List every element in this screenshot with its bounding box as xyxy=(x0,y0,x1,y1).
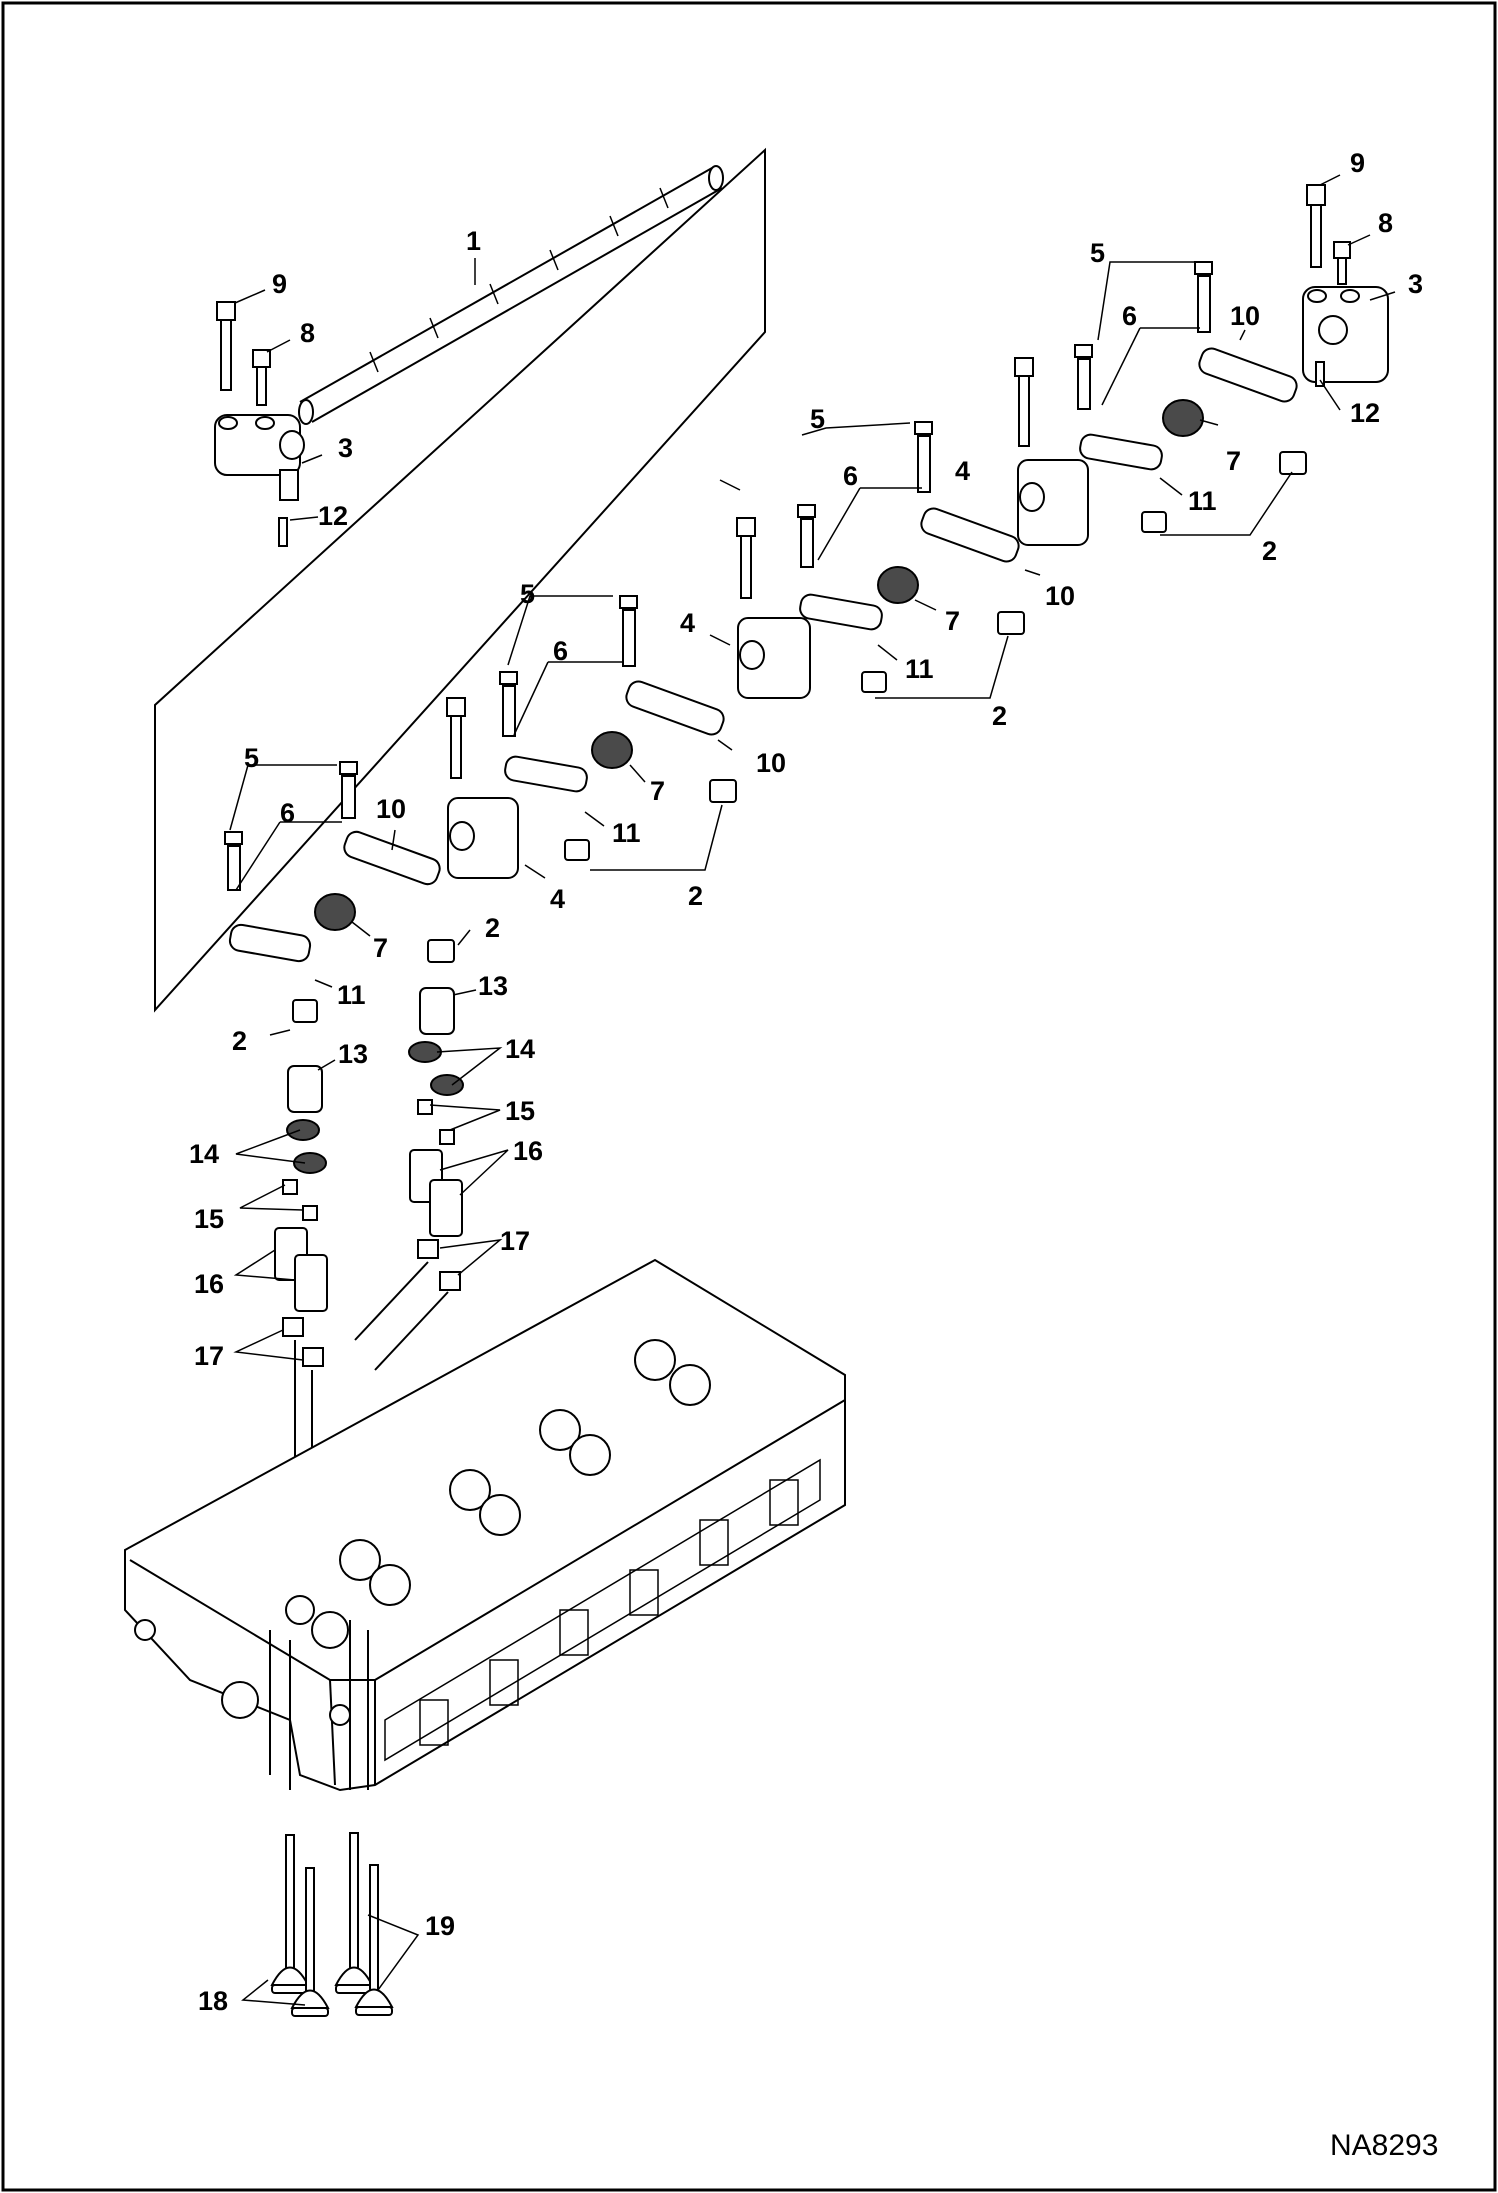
label-cap-1b: 2 xyxy=(232,1026,247,1056)
label-bracket-1: 4 xyxy=(550,884,565,914)
label-bolt-long-left: 9 xyxy=(272,269,287,299)
label-spring16-right: 16 xyxy=(513,1136,543,1166)
label-cap-3: 2 xyxy=(992,701,1007,731)
label-pin-left: 12 xyxy=(318,501,348,531)
label-bolt-short-left: 8 xyxy=(300,318,315,348)
label-bridge-left: 13 xyxy=(338,1039,368,1069)
label-retainer-left: 14 xyxy=(189,1139,219,1169)
rocker-set-4 xyxy=(1074,261,1307,533)
label-collet-left: 15 xyxy=(194,1204,224,1234)
figure-code: NA8293 xyxy=(1330,2129,1438,2162)
label-bracket-left: 3 xyxy=(338,433,353,463)
center-bracket-1 xyxy=(446,697,519,879)
label-screw-4: 6 xyxy=(1122,301,1137,331)
label-bolt-long-right: 9 xyxy=(1350,148,1365,178)
rocker-group-outline xyxy=(154,147,766,1013)
label-bracket-2: 4 xyxy=(680,608,695,638)
label-spring16-left: 16 xyxy=(194,1269,224,1299)
label-arm11-1: 11 xyxy=(337,980,366,1010)
bolt-long-right xyxy=(1306,184,1326,268)
label-bracket-right: 3 xyxy=(1408,269,1423,299)
label-valve-18: 18 xyxy=(198,1986,228,2016)
label-pin-right: 12 xyxy=(1350,398,1380,428)
label-spring-1: 7 xyxy=(373,933,388,963)
end-bracket-left xyxy=(214,414,305,501)
valve-train-left xyxy=(274,1065,328,1605)
label-screw-2: 6 xyxy=(553,636,568,666)
label-spring-4: 7 xyxy=(1226,446,1241,476)
label-cap-2: 2 xyxy=(688,881,703,911)
label-arm-3: 10 xyxy=(1045,581,1075,611)
center-bracket-3 xyxy=(1014,357,1089,546)
center-bracket-2 xyxy=(736,517,811,699)
label-arm11-3: 11 xyxy=(905,654,934,684)
label-screw-3: 6 xyxy=(843,461,858,491)
head-valve-seats xyxy=(134,1339,711,1726)
label-arm11-4: 11 xyxy=(1188,486,1217,516)
rocker-set-3 xyxy=(797,421,1025,693)
label-spring-3: 7 xyxy=(945,606,960,636)
label-nut-1: 5 xyxy=(244,743,259,773)
valve-18-b xyxy=(290,1867,330,2017)
label-nut-3: 5 xyxy=(810,404,825,434)
label-spring-2: 7 xyxy=(650,776,665,806)
label-screw-1: 6 xyxy=(280,798,295,828)
label-arm-1: 10 xyxy=(376,794,406,824)
label-shaft: 1 xyxy=(466,226,481,256)
leader-lines xyxy=(229,174,1396,2006)
label-arm-4: 10 xyxy=(1230,301,1260,331)
head-ports xyxy=(419,1479,799,1746)
label-nut-2: 5 xyxy=(520,579,535,609)
label-collet-right: 15 xyxy=(505,1096,535,1126)
label-cap-1a: 2 xyxy=(485,913,500,943)
rocker-shaft xyxy=(298,165,724,425)
label-retainer-right: 14 xyxy=(505,1034,535,1064)
callout-labels: 1 9 8 3 12 9 8 3 12 5 6 10 7 11 2 5 6 4 … xyxy=(189,148,1423,2016)
valve-19-a xyxy=(334,1832,374,1994)
bolt-long-left xyxy=(216,301,236,391)
cylinder-head xyxy=(124,1258,846,1792)
label-bracket-3: 4 xyxy=(955,456,970,486)
label-seal-right: 17 xyxy=(500,1226,530,1256)
rocker-set-1 xyxy=(224,761,455,1023)
bolt-short-left xyxy=(252,349,271,406)
label-arm11-2: 11 xyxy=(612,818,641,848)
rocker-set-2 xyxy=(499,595,737,861)
pin-left xyxy=(278,517,288,547)
pin-right xyxy=(1315,361,1325,387)
bolt-short-right xyxy=(1333,241,1351,285)
label-arm-2: 10 xyxy=(756,748,786,778)
label-seal-left: 17 xyxy=(194,1341,224,1371)
valve-18-a xyxy=(270,1834,310,1994)
label-nut-4: 5 xyxy=(1090,238,1105,268)
label-bridge-right: 13 xyxy=(478,971,508,1001)
label-cap-4: 2 xyxy=(1262,536,1277,566)
label-bolt-short-right: 8 xyxy=(1378,208,1393,238)
valve-train-right xyxy=(354,987,464,1371)
label-valve-19: 19 xyxy=(425,1911,455,1941)
end-bracket-right xyxy=(1302,286,1389,383)
valve-19-b xyxy=(354,1864,394,2016)
